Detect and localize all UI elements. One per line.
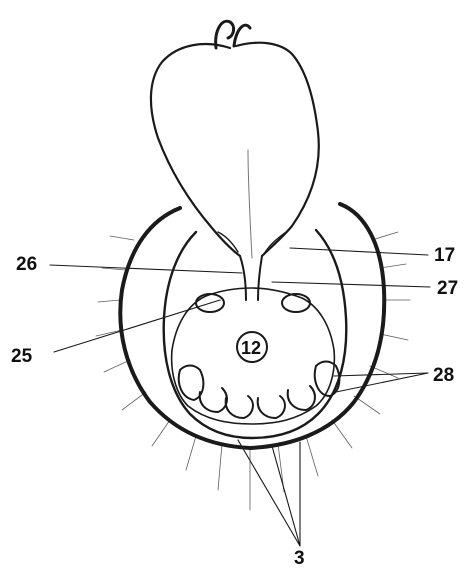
leader-lines [50,248,430,546]
label-28: 28 [433,366,454,385]
tongue-midline [248,150,252,258]
label-12: 12 [241,339,261,357]
label-26: 26 [16,255,37,274]
lip-outer-right [250,204,384,448]
frenulum [240,256,262,300]
label-3: 3 [294,549,305,568]
incisor-teeth [179,362,340,419]
gum-line [164,230,347,438]
label-17: 17 [434,246,455,265]
tongue-hook [216,21,234,48]
tongue-fold-left [218,232,238,252]
label-27: 27 [437,279,458,298]
tongue-outline [151,43,319,256]
label-25: 25 [11,347,32,366]
whiskers [96,232,410,510]
